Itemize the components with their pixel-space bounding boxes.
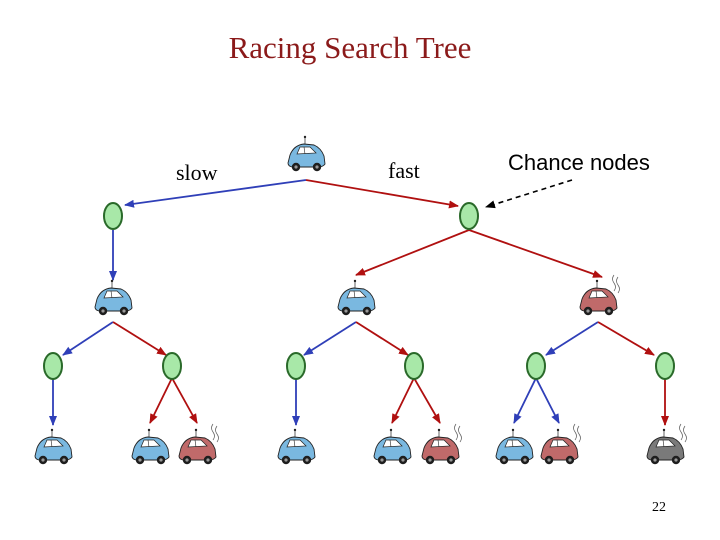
- outcome-edge: [535, 377, 560, 424]
- chance-pointer-arrow: [485, 179, 573, 209]
- cool-car-icon: [34, 428, 73, 465]
- slide-title: Racing Search Tree: [228, 30, 472, 65]
- warm-car-icon: [540, 423, 581, 465]
- cool-car-icon: [277, 428, 316, 465]
- outcome-edge: [468, 229, 603, 278]
- warm-car-icon: [579, 274, 620, 316]
- outcome-edge: [149, 377, 173, 424]
- chance-nodes-label: Chance nodes: [508, 150, 650, 175]
- page-number: 22: [652, 500, 666, 515]
- chance-node: [286, 352, 306, 380]
- slow-action-edge: [545, 321, 599, 356]
- cool-car-icon: [495, 428, 534, 465]
- slow-action-edge: [303, 321, 357, 356]
- chance-node: [162, 352, 182, 380]
- fast-label: fast: [388, 158, 420, 183]
- cool-car-icon: [337, 279, 376, 316]
- chance-node: [655, 352, 675, 380]
- outcome-edge: [413, 377, 441, 424]
- fast-action-edge: [597, 321, 655, 356]
- outcome-edge: [355, 229, 470, 276]
- cool-car-icon: [131, 428, 170, 465]
- chance-node: [103, 202, 123, 230]
- chance-node: [526, 352, 546, 380]
- slow-action-edge: [124, 179, 307, 208]
- fast-action-edge: [305, 179, 459, 209]
- cool-car-icon: [94, 279, 133, 316]
- chance-node: [43, 352, 63, 380]
- slow-label: slow: [176, 160, 218, 185]
- outcome-edge: [391, 377, 415, 424]
- fast-action-edge: [355, 321, 409, 356]
- chance-node: [404, 352, 424, 380]
- warm-car-icon: [421, 423, 462, 465]
- chance-node: [459, 202, 479, 230]
- cool-car-icon: [287, 135, 326, 172]
- outcome-edge: [171, 377, 198, 424]
- slow-action-edge: [62, 321, 114, 356]
- outcome-edge: [513, 377, 537, 424]
- cool-car-icon: [373, 428, 412, 465]
- overheated-car-icon: [646, 423, 687, 465]
- fast-action-edge: [112, 321, 167, 356]
- warm-car-icon: [178, 423, 219, 465]
